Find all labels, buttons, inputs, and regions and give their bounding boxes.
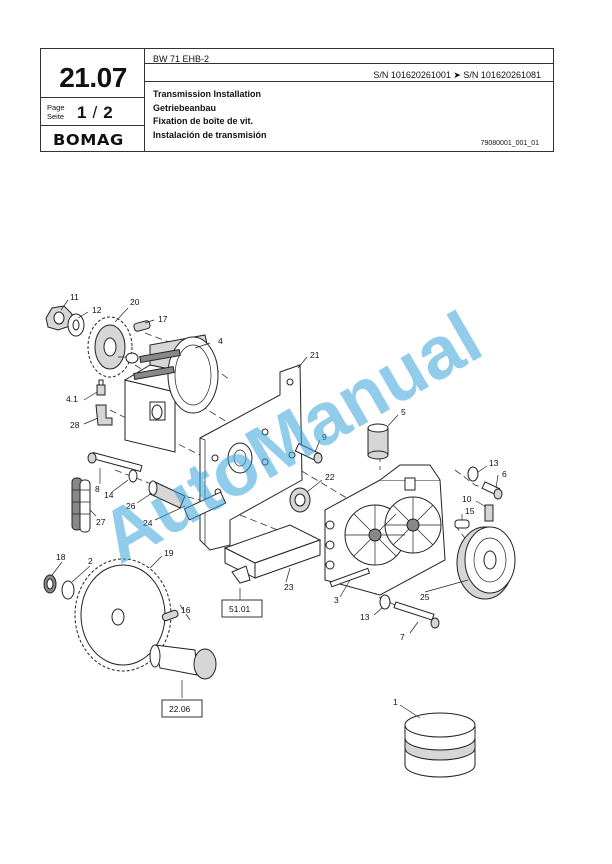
sheet-current: 1 <box>77 103 87 122</box>
page-number: 21.07 <box>59 62 127 93</box>
part-set-screw <box>484 504 494 522</box>
part-washer-lower <box>379 594 391 610</box>
part-rod <box>329 567 371 588</box>
part-chain <box>71 477 91 533</box>
callout-label: 10 <box>462 494 472 504</box>
callout-label: 8 <box>95 484 100 494</box>
part-slide-rails <box>223 524 322 584</box>
callout-label: 18 <box>56 552 66 562</box>
part-nut <box>45 305 73 331</box>
callout-label: 15 <box>465 506 475 516</box>
callout-label: 13 <box>360 612 370 622</box>
part-washer <box>67 313 85 337</box>
part-circlip-center <box>46 578 54 590</box>
part-small-sprocket <box>87 316 133 378</box>
callout-label: 20 <box>130 297 140 307</box>
callout-label: 2 <box>88 556 93 566</box>
header-divider-vertical <box>144 49 145 151</box>
title-list: Transmission Installation Getriebeanbau … <box>153 88 267 142</box>
header-divider <box>41 125 144 126</box>
header-divider <box>144 81 553 82</box>
part-elbow <box>95 404 113 426</box>
callout-label: 3 <box>334 595 339 605</box>
part-bolt-small <box>294 443 323 464</box>
brand-logo: BOMAG <box>53 131 124 149</box>
part-bolt-lower <box>393 601 440 629</box>
callout-label: 9 <box>322 432 327 442</box>
part-key-small <box>454 519 470 529</box>
part-washer-sprocket <box>61 580 75 600</box>
callout-label: 23 <box>284 582 294 592</box>
part-large-sprocket <box>74 558 172 672</box>
title-fr: Fixation de boîte de vit. <box>153 116 254 126</box>
part-filler-cap <box>367 423 389 460</box>
header-divider <box>41 97 144 98</box>
callout-label: 17 <box>158 314 168 324</box>
part-bracket-plate <box>183 364 303 551</box>
callout-label: 6 <box>502 469 507 479</box>
callout-label: 51.01 <box>229 604 251 614</box>
callout-label: 14 <box>104 490 114 500</box>
callout-label: 7 <box>400 632 405 642</box>
callout-label: 22 <box>325 472 335 482</box>
callout-label: 22.06 <box>169 704 191 714</box>
header-divider <box>144 63 553 64</box>
page-label-en: Page <box>47 103 65 112</box>
serial-range: S/N 101620261001 ➤ S/N 101620261081 <box>373 70 541 80</box>
part-gearbox <box>324 464 446 596</box>
title-es: Instalación de transmisión <box>153 129 267 140</box>
model-name: BW 71 EHB-2 <box>153 54 210 64</box>
page-label-de: Seite <box>47 112 65 121</box>
callout-leaders <box>51 299 499 719</box>
sheet-separator: / <box>92 103 98 122</box>
callout-label: 25 <box>420 592 430 602</box>
part-long-bolt <box>87 452 143 472</box>
callout-label: 21 <box>310 350 320 360</box>
callout-label: 28 <box>70 420 80 430</box>
part-pulley <box>456 526 516 600</box>
sheet-indicator: 1 / 2 <box>77 103 113 123</box>
title-block: 21.07 Page Seite 1 / 2 BOMAG BW 71 EHB-2 S… <box>40 48 554 152</box>
reference-box-5101 <box>221 599 263 618</box>
callout-label: 4.1 <box>66 394 78 404</box>
callout-label: 1 <box>393 697 398 707</box>
callout-label: 26 <box>126 501 136 511</box>
part-key <box>133 320 151 332</box>
sheet-total: 2 <box>103 103 113 122</box>
callout-label: 27 <box>96 517 106 527</box>
title-en: Transmission Installation <box>153 89 262 99</box>
title-de: Getriebeanbau <box>153 102 217 113</box>
part-hydraulic-motor <box>118 334 219 453</box>
part-washer-small <box>128 469 138 483</box>
figure-number: 79080001_001_01 <box>480 140 539 147</box>
part-fitting <box>96 379 106 396</box>
callout-labels: 11 12 20 17 4 21 4.1 28 5 9 8 14 26 27 2… <box>56 292 507 714</box>
part-washer-upper <box>467 466 479 482</box>
reference-box-2206 <box>161 699 203 718</box>
callout-label: 19 <box>164 548 174 558</box>
callout-label: 16 <box>181 605 191 615</box>
part-grease-jar <box>404 712 476 778</box>
part-bearing <box>289 487 311 513</box>
part-key-shaft <box>161 609 179 622</box>
callout-label: 24 <box>143 518 153 528</box>
callout-label: 12 <box>92 305 102 315</box>
callout-label: 11 <box>70 292 79 302</box>
part-drive-shaft <box>149 644 217 680</box>
part-bolt-upper <box>481 481 503 500</box>
callout-label: 13 <box>489 458 499 468</box>
callout-label: 5 <box>401 407 406 417</box>
callout-label: 4 <box>218 336 223 346</box>
